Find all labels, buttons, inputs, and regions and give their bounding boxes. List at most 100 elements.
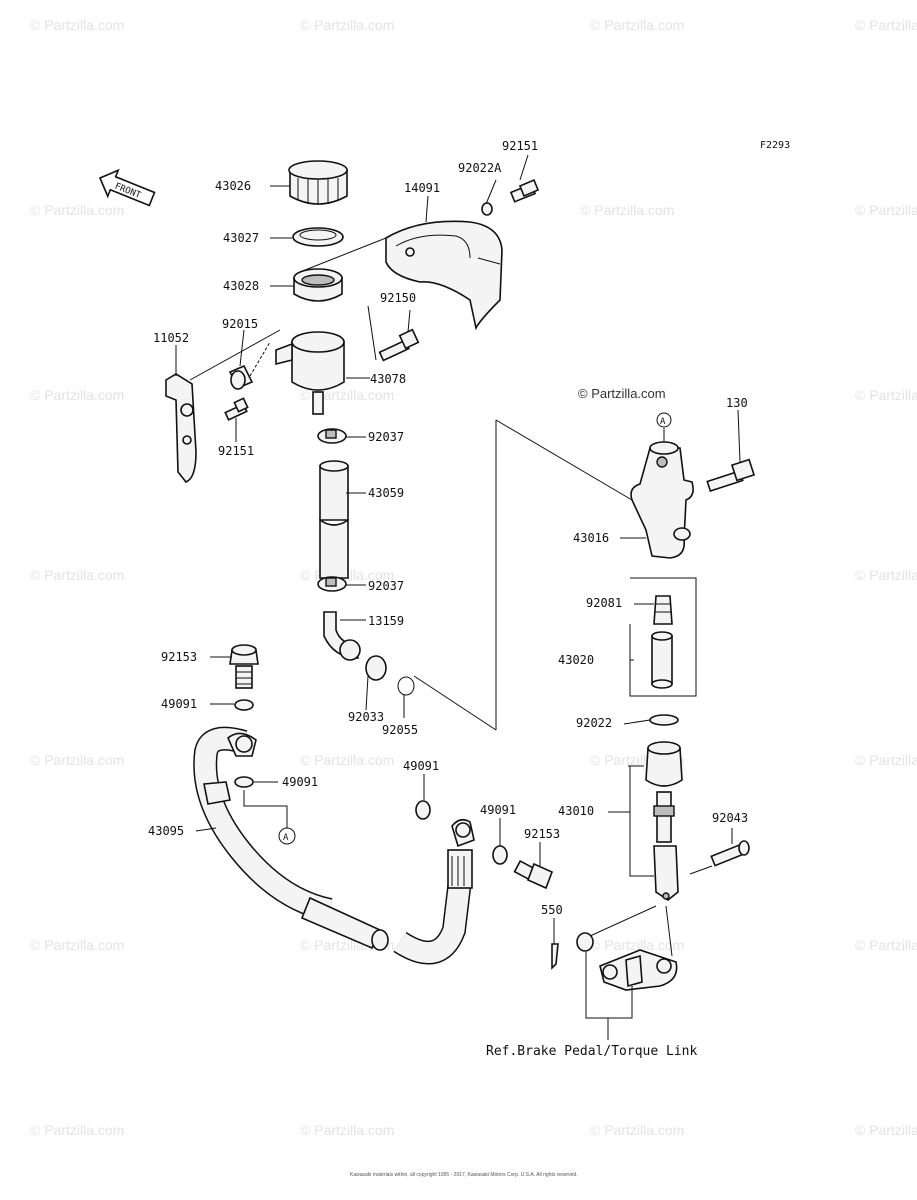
part-label-49091-a: 49091 bbox=[161, 697, 197, 711]
brake-hose-43095 bbox=[193, 726, 475, 965]
leader-lines bbox=[175, 154, 633, 731]
bracket-11052 bbox=[165, 373, 197, 483]
reservoir-cover bbox=[385, 220, 503, 331]
washer-92022a bbox=[481, 202, 493, 216]
bolt-92151-top bbox=[509, 178, 540, 203]
part-label-43028: 43028 bbox=[223, 279, 259, 293]
part-label-92015: 92015 bbox=[222, 317, 258, 331]
washer-49091-b bbox=[234, 776, 254, 788]
watermark: © Partzilla.com bbox=[590, 1122, 684, 1138]
watermark: © Partzilla.com bbox=[30, 937, 124, 953]
figure-code: F2293 bbox=[760, 140, 790, 151]
part-label-92081: 92081 bbox=[586, 596, 622, 610]
part-label-49091-d: 49091 bbox=[480, 803, 516, 817]
watermark: © Partzilla.com bbox=[300, 752, 394, 768]
part-label-43059: 43059 bbox=[368, 486, 404, 500]
clamp-92037-top bbox=[317, 428, 347, 444]
bolt-130 bbox=[706, 458, 756, 493]
leader-lines-right bbox=[553, 409, 741, 1040]
washer-49091-a bbox=[234, 699, 254, 711]
watermark-layer: © Partzilla.com © Partzilla.com © Partzi… bbox=[30, 17, 917, 1138]
master-cylinder-43016 bbox=[630, 428, 694, 559]
part-label-49091-c: 49091 bbox=[403, 759, 439, 773]
part-label-92151-left: 92151 bbox=[218, 444, 254, 458]
bolt-92150 bbox=[378, 328, 420, 362]
hose-43059 bbox=[319, 460, 349, 579]
leader-lines-hose bbox=[195, 656, 541, 866]
part-label-14091: 14091 bbox=[404, 181, 440, 195]
part-label-43010: 43010 bbox=[558, 804, 594, 818]
oring-92055 bbox=[397, 676, 415, 696]
watermark: © Partzilla.com bbox=[855, 937, 917, 953]
watermark: © Partzilla.com bbox=[855, 17, 917, 33]
banjo-bolt-92153-right bbox=[513, 859, 554, 890]
watermark: © Partzilla.com bbox=[30, 387, 124, 403]
washer-49091-c bbox=[415, 800, 431, 820]
part-label-13159: 13159 bbox=[368, 614, 404, 628]
watermark: © Partzilla.com bbox=[300, 17, 394, 33]
watermark: © Partzilla.com bbox=[855, 202, 917, 218]
part-label-550: 550 bbox=[541, 903, 563, 917]
elbow-fitting-13159 bbox=[323, 611, 361, 661]
pin-92043 bbox=[710, 840, 750, 867]
copyright-note: Kawasaki materials within, all copyright… bbox=[350, 1172, 578, 1178]
part-label-43016: 43016 bbox=[573, 531, 609, 545]
part-label-92022: 92022 bbox=[576, 716, 612, 730]
part-label-92037-bottom: 92037 bbox=[368, 579, 404, 593]
bolt-92151-left bbox=[224, 397, 249, 421]
part-label-43027: 43027 bbox=[223, 231, 259, 245]
watermark: © Partzilla.com bbox=[580, 202, 674, 218]
watermark: © Partzilla.com bbox=[590, 937, 684, 953]
watermark: © Partzilla.com bbox=[855, 387, 917, 403]
part-labels: 43026 43027 43028 14091 92022A 92151 921… bbox=[148, 139, 748, 917]
watermark: © Partzilla.com bbox=[855, 1122, 917, 1138]
part-label-43026: 43026 bbox=[215, 179, 251, 193]
reservoir-cap bbox=[288, 160, 348, 205]
circle-a-label: A bbox=[660, 417, 666, 427]
watermark: © Partzilla.com bbox=[578, 386, 666, 401]
circlip-92022 bbox=[649, 714, 679, 726]
watermark: © Partzilla.com bbox=[855, 752, 917, 768]
circlip-92033 bbox=[365, 655, 387, 681]
circle-a-label: A bbox=[283, 833, 289, 843]
reservoir-tank bbox=[275, 331, 345, 415]
part-label-92022a: 92022A bbox=[458, 161, 502, 175]
part-label-49091-b: 49091 bbox=[282, 775, 318, 789]
watermark: © Partzilla.com bbox=[30, 1122, 124, 1138]
brake-pedal-reference bbox=[599, 949, 678, 991]
watermark: © Partzilla.com bbox=[30, 567, 124, 583]
part-label-92037-top: 92037 bbox=[368, 430, 404, 444]
part-label-43095: 43095 bbox=[148, 824, 184, 838]
watermark: © Partzilla.com bbox=[30, 202, 124, 218]
reference-note: Ref.Brake Pedal/Torque Link bbox=[486, 1044, 697, 1059]
reservoir-plate bbox=[292, 227, 344, 247]
part-label-43020: 43020 bbox=[558, 653, 594, 667]
watermark: © Partzilla.com bbox=[855, 567, 917, 583]
part-label-130: 130 bbox=[726, 396, 748, 410]
watermark: © Partzilla.com bbox=[30, 752, 124, 768]
watermark: © Partzilla.com bbox=[30, 17, 124, 33]
part-label-92150: 92150 bbox=[380, 291, 416, 305]
cotter-pin-550 bbox=[551, 943, 559, 970]
part-label-92043: 92043 bbox=[712, 811, 748, 825]
clamp-92037-bottom bbox=[317, 576, 347, 592]
pushrod-43010 bbox=[645, 741, 683, 901]
watermark: © Partzilla.com bbox=[590, 17, 684, 33]
part-label-92033: 92033 bbox=[348, 710, 384, 724]
part-label-92055: 92055 bbox=[382, 723, 418, 737]
banjo-bolt-92153-left bbox=[229, 644, 259, 689]
part-label-11052: 11052 bbox=[153, 331, 189, 345]
part-label-43078: 43078 bbox=[370, 372, 406, 386]
grommet-92015 bbox=[228, 364, 254, 390]
part-label-92153-left: 92153 bbox=[161, 650, 197, 664]
circle-a-top: A bbox=[656, 412, 672, 428]
part-label-92153-right: 92153 bbox=[524, 827, 560, 841]
watermark: © Partzilla.com bbox=[300, 1122, 394, 1138]
washer-49091-d bbox=[492, 845, 508, 865]
washer-pedal bbox=[576, 932, 594, 952]
kit-box-43020 bbox=[629, 577, 697, 697]
circle-a-bottom: A bbox=[278, 827, 296, 845]
part-label-92151-top: 92151 bbox=[502, 139, 538, 153]
reservoir-diaphragm bbox=[293, 268, 343, 302]
